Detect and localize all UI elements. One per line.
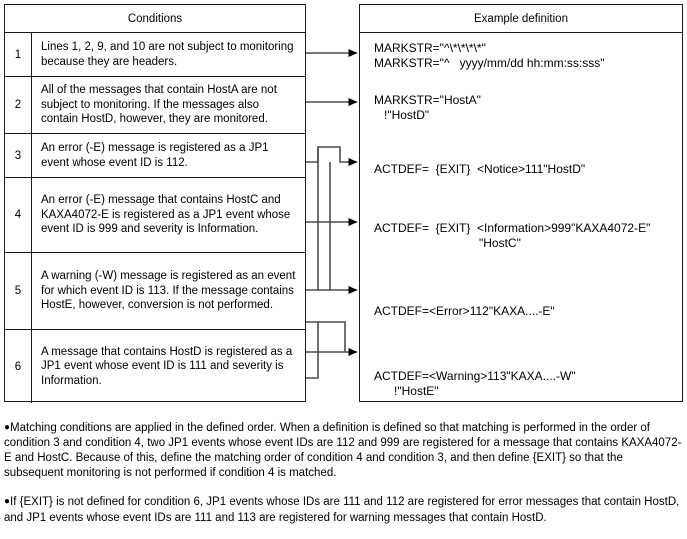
table-row: 2 All of the messages that contain HostA… (5, 77, 305, 134)
definition-line: !"HostE" (374, 384, 439, 398)
definition-body: MARKSTR="^\*\*\*\*" MARKSTR="^ yyyy/mm/d… (360, 33, 682, 402)
condition-text: An error (-E) message is registered as a… (41, 141, 269, 169)
note-item: ●If {EXIT} is not defined for condition … (4, 494, 683, 525)
condition-text: Lines 1, 2, 9, and 10 are not subject to… (41, 40, 294, 68)
connector-group (306, 49, 358, 356)
definition-header: Example definition (360, 5, 682, 33)
definition-line: MARKSTR="HostA" (374, 93, 481, 107)
condition-text: A warning (-W) message is registered as … (41, 270, 296, 312)
bullet-icon: ● (4, 496, 11, 508)
note-text: If {EXIT} is not defined for condition 6… (4, 496, 680, 524)
table-row: 5 A warning (-W) message is registered a… (5, 253, 305, 330)
condition-number: 4 (5, 178, 32, 252)
condition-text: All of the messages that contain HostA a… (41, 84, 277, 126)
connector-channels (306, 147, 346, 379)
channel-c (306, 321, 346, 352)
definition-line: ACTDEF= {EXIT} <Notice>111"HostD" (374, 162, 586, 176)
definition-line: ACTDEF=<Warning>113"KAXA....-W" (374, 369, 576, 383)
channel-d (306, 322, 319, 379)
table-row: 1 Lines 1, 2, 9, and 10 are not subject … (5, 33, 305, 77)
table-row: 6 A message that contains HostD is regis… (5, 330, 305, 403)
table-row: 3 An error (-E) message is registered as… (5, 134, 305, 178)
definition-line: "HostC" (479, 236, 521, 250)
conditions-header: Conditions (5, 5, 305, 33)
condition-number: 6 (5, 330, 32, 403)
definition-line: MARKSTR="^\*\*\*\*" (374, 41, 486, 55)
figure: Conditions 1 Lines 1, 2, 9, and 10 are n… (4, 4, 683, 403)
example-definition-panel: Example definition MARKSTR="^\*\*\*\*" M… (359, 4, 683, 402)
bullet-icon: ● (4, 421, 11, 433)
note-item: ●Matching conditions are applied in the … (4, 420, 683, 482)
definition-line: ACTDEF= {EXIT} <Information>999"KAXA4072… (374, 221, 651, 235)
definition-line: ACTDEF=<Error>112"KAXA....-E" (374, 304, 555, 318)
table-row: 4 An error (-E) message that contains Ho… (5, 178, 305, 253)
condition-number: 2 (5, 77, 32, 133)
notes-section: ●Matching conditions are applied in the … (4, 408, 683, 539)
note-text: Matching conditions are applied in the d… (4, 421, 682, 480)
condition-number: 3 (5, 134, 32, 177)
definition-line: MARKSTR="^ yyyy/mm/dd hh:mm:ss:sss" (374, 56, 605, 70)
condition-number: 5 (5, 253, 32, 329)
conditions-table: Conditions 1 Lines 1, 2, 9, and 10 are n… (4, 4, 306, 403)
definition-line: !"HostD" (374, 108, 430, 122)
connector-row-3 (306, 146, 358, 166)
condition-number: 1 (5, 33, 32, 76)
condition-text: An error (-E) message that contains Host… (41, 194, 291, 236)
condition-text: A message that contains HostD is registe… (41, 345, 293, 387)
